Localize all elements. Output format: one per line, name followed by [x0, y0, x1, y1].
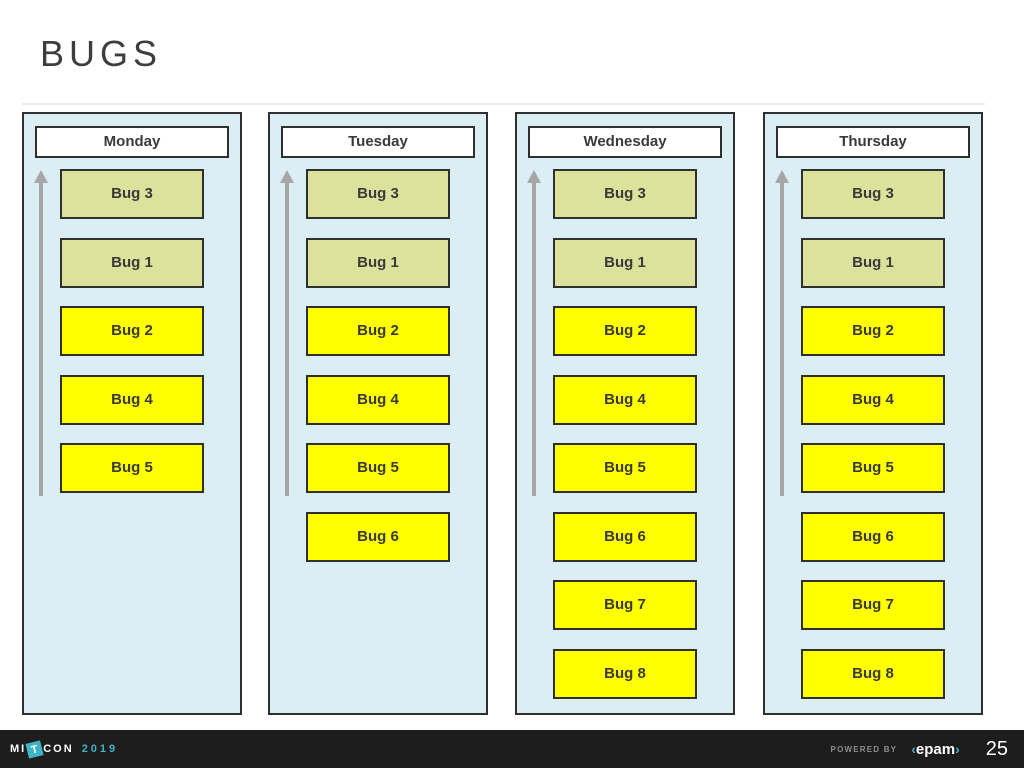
- bug-card: Bug 2: [60, 306, 204, 356]
- arrow-up-icon-shaft: [532, 183, 536, 496]
- arrow-up-icon: [280, 170, 294, 496]
- page-title: BUGS: [40, 33, 163, 74]
- arrow-up-icon-head: [527, 170, 541, 183]
- mitcon-logo-tile-letter: T: [30, 742, 40, 756]
- arrow-up-icon-head: [280, 170, 294, 183]
- bug-card: Bug 1: [306, 238, 450, 288]
- day-header: Thursday: [776, 126, 970, 158]
- arrow-up-icon: [775, 170, 789, 496]
- bug-card: Bug 5: [801, 443, 945, 493]
- bug-card: Bug 8: [553, 649, 697, 699]
- mitcon-logo-prefix: MI: [10, 743, 27, 755]
- epam-logo-close-bracket: ›: [955, 740, 960, 757]
- bug-card: Bug 5: [60, 443, 204, 493]
- epam-logo-text: epam: [915, 740, 956, 758]
- bug-card: Bug 4: [553, 375, 697, 425]
- bug-card: Bug 6: [801, 512, 945, 562]
- arrow-up-icon: [527, 170, 541, 496]
- epam-logo: ‹epam›: [911, 741, 960, 758]
- day-header: Monday: [35, 126, 229, 158]
- bug-card: Bug 3: [306, 169, 450, 219]
- footer-bar: MI T CON 2019 POWERED BY ‹epam› 25: [0, 730, 1024, 768]
- bug-card: Bug 6: [306, 512, 450, 562]
- mitcon-logo: MI T CON 2019: [10, 739, 119, 759]
- day-header: Tuesday: [281, 126, 475, 158]
- bug-card: Bug 3: [801, 169, 945, 219]
- bug-card: Bug 6: [553, 512, 697, 562]
- arrow-up-icon-shaft: [39, 183, 43, 496]
- footer-right-group: POWERED BY ‹epam› 25: [831, 738, 1008, 761]
- page-number: 25: [985, 737, 1008, 760]
- bug-card: Bug 4: [306, 375, 450, 425]
- bug-card: Bug 1: [60, 238, 204, 288]
- bug-card: Bug 7: [553, 580, 697, 630]
- mitcon-logo-suffix: CON: [43, 743, 74, 755]
- bug-card: Bug 2: [801, 306, 945, 356]
- arrow-up-icon-head: [34, 170, 48, 183]
- mitcon-logo-tile: T: [25, 739, 44, 759]
- day-header: Wednesday: [528, 126, 722, 158]
- bug-card: Bug 1: [553, 238, 697, 288]
- bug-card: Bug 7: [801, 580, 945, 630]
- board-top-rule: [22, 103, 985, 105]
- mitcon-logo-year: 2019: [81, 743, 119, 755]
- arrow-up-icon-shaft: [780, 183, 784, 496]
- arrow-up-icon: [34, 170, 48, 496]
- bug-card: Bug 2: [306, 306, 450, 356]
- bug-card: Bug 4: [60, 375, 204, 425]
- arrow-up-icon-head: [775, 170, 789, 183]
- bug-card: Bug 3: [60, 169, 204, 219]
- bug-card: Bug 2: [553, 306, 697, 356]
- bug-card: Bug 3: [553, 169, 697, 219]
- bug-card: Bug 5: [553, 443, 697, 493]
- bug-card: Bug 5: [306, 443, 450, 493]
- bug-card: Bug 1: [801, 238, 945, 288]
- arrow-up-icon-shaft: [285, 183, 289, 496]
- bug-card: Bug 8: [801, 649, 945, 699]
- bug-card: Bug 4: [801, 375, 945, 425]
- epam-logo-open-bracket: ‹: [911, 740, 916, 757]
- powered-by-label: POWERED BY: [830, 744, 898, 754]
